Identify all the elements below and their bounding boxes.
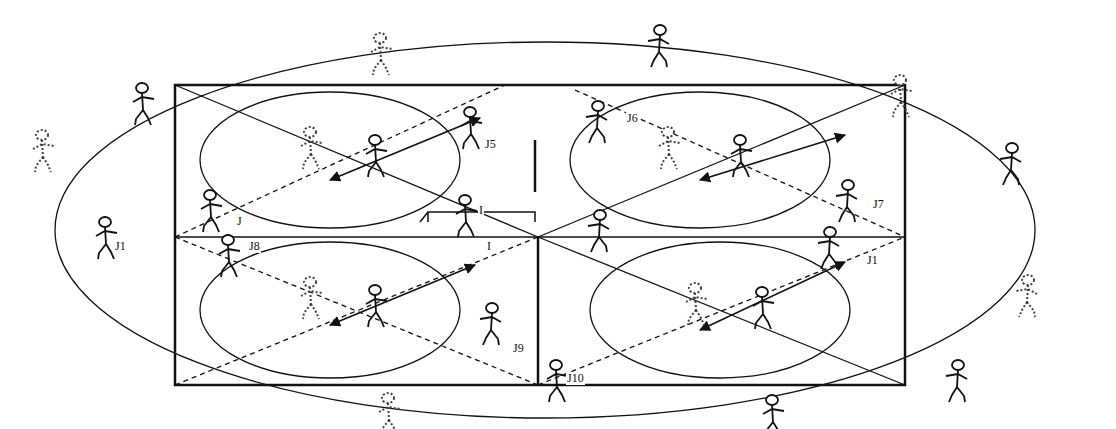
- player-figure: [461, 107, 482, 149]
- zone-circle: [200, 242, 460, 378]
- ghost-player: [891, 75, 912, 117]
- divider-line: [534, 140, 537, 192]
- ghost-player: [686, 283, 707, 325]
- dashed-diagonal: [538, 237, 905, 385]
- player-figure: [763, 395, 784, 429]
- player-figure: [133, 83, 154, 125]
- dashed-diagonal: [175, 85, 505, 237]
- pass-arrow: [700, 262, 845, 330]
- player-figure: [818, 227, 839, 269]
- divider-line: [537, 237, 540, 385]
- player-label: J: [236, 215, 243, 228]
- ghost-player: [659, 127, 680, 169]
- player-figure: [731, 135, 752, 177]
- player-figure: [201, 190, 222, 232]
- diagonal-line: [538, 85, 905, 237]
- dashed-diagonal: [175, 237, 538, 385]
- diagonal-line: [538, 237, 905, 385]
- diagonal-line: [175, 85, 538, 237]
- pass-arrow: [330, 118, 480, 180]
- ghost-player: [33, 130, 54, 172]
- player-label: J7: [872, 198, 885, 211]
- player-figure: [753, 287, 774, 329]
- player-label: J9: [512, 342, 525, 355]
- ghost-player: [371, 33, 392, 75]
- player-figure: [586, 101, 607, 143]
- field-outline: [175, 85, 905, 385]
- player-figure: [480, 303, 501, 345]
- player-figure: [456, 195, 477, 237]
- pass-arrow: [330, 265, 475, 325]
- player-figure: [366, 285, 387, 327]
- ghost-player: [379, 393, 400, 429]
- outer-ellipse: [55, 42, 1035, 418]
- player-label: J5: [484, 138, 497, 151]
- ghost-player: [301, 127, 322, 169]
- player-label: J1: [866, 254, 879, 267]
- player-label: I: [478, 204, 484, 217]
- player-label: J10: [566, 372, 585, 385]
- player-label: J8: [248, 240, 261, 253]
- player-figure: [366, 135, 387, 177]
- player-figure: [836, 180, 857, 222]
- player-label: I: [486, 240, 492, 253]
- player-figure: [1000, 143, 1021, 185]
- dashed-diagonal: [175, 237, 538, 385]
- player-figure: [547, 360, 568, 402]
- player-label: J1: [114, 240, 127, 253]
- player-figure: [588, 210, 609, 252]
- player-figure: [648, 25, 669, 67]
- player-figure: [219, 235, 240, 277]
- ghost-player: [1016, 275, 1037, 317]
- player-label: J6: [626, 112, 639, 125]
- ghost-player: [301, 277, 322, 319]
- player-figure: [946, 360, 967, 402]
- pass-arrow: [700, 135, 845, 180]
- dashed-diagonal: [575, 90, 905, 237]
